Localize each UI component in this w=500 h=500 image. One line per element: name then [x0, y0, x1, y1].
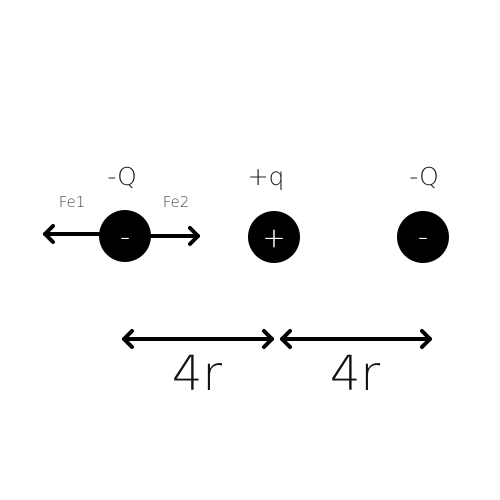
charge-right-label: -Q: [409, 162, 439, 191]
charge-right-sign: -: [418, 220, 428, 253]
charge-middle: +: [248, 211, 300, 263]
force-arrow-fe1: [43, 224, 102, 244]
distance-label-right: 4r: [330, 346, 381, 402]
force-label-fe1: Fe1: [59, 193, 86, 211]
charge-middle-circle: [248, 211, 300, 263]
force-label-fe2: Fe2: [163, 193, 190, 211]
charge-left-label: -Q: [107, 162, 137, 191]
charge-middle-label: +q: [248, 162, 285, 191]
charge-right: -: [397, 211, 449, 263]
force-arrow-fe2: [148, 226, 200, 246]
charge-left-sign: -: [120, 220, 130, 253]
charge-left: -: [99, 210, 151, 262]
charge-middle-sign: +: [262, 221, 285, 254]
distance-arrow-right: [280, 329, 432, 349]
charge-right-circle: [397, 211, 449, 263]
distance-arrow-left: [122, 329, 274, 349]
distance-label-left: 4r: [172, 346, 223, 402]
charge-left-circle: [99, 210, 151, 262]
